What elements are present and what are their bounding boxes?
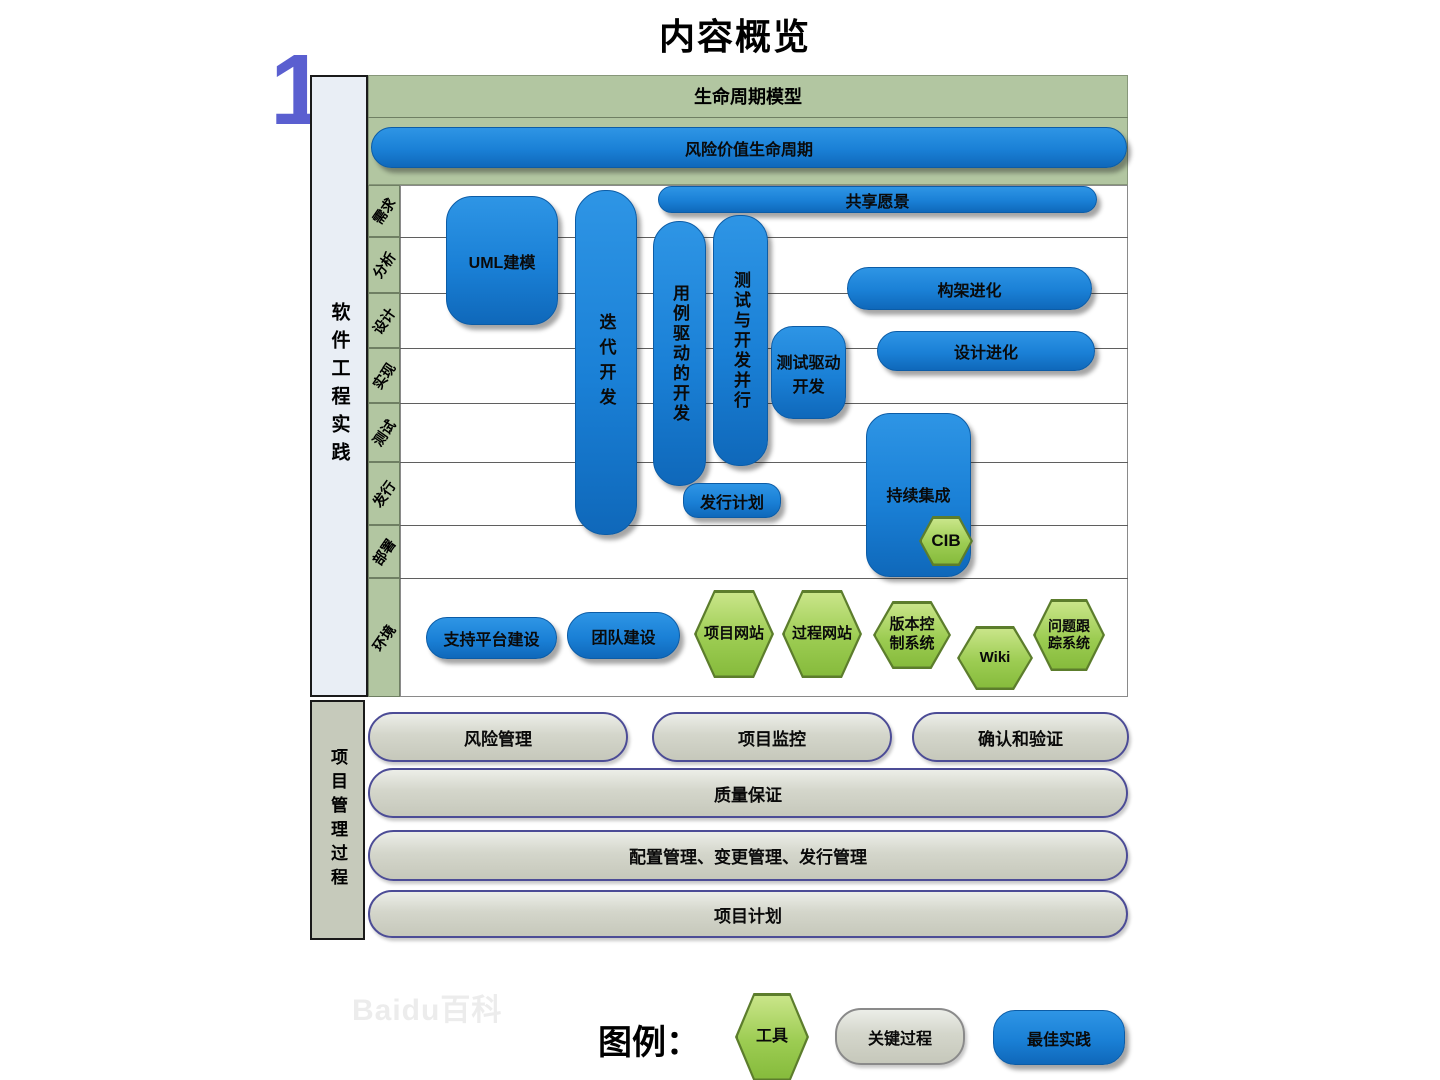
stage-cell-environment: 环境 — [368, 578, 400, 697]
continuous-integration-box: 持续集成 — [866, 413, 971, 577]
legend-label: 图例： — [598, 1024, 700, 1062]
row-divider — [400, 462, 1128, 463]
project-plan-pill: 项目计划 — [368, 890, 1128, 938]
sidebar-engineering-label: 软件工程实践 — [328, 302, 350, 470]
uml-modeling-box: UML建模 — [446, 196, 558, 325]
team-building-pill: 团队建设 — [567, 612, 680, 659]
support-platform-pill: 支持平台建设 — [426, 617, 557, 659]
stage-cell-analysis: 分析 — [368, 237, 400, 293]
stage-cell-requirements: 需求 — [368, 185, 400, 237]
architecture-evolution-pill: 构架进化 — [847, 267, 1092, 310]
page-title: 内容概览 — [658, 16, 811, 57]
iterative-development-bar: 迭代开发 — [575, 190, 637, 535]
shared-vision-pill: 共享愿景 — [658, 186, 1097, 213]
test-dev-parallel-bar: 测试与开发并行 — [713, 215, 768, 466]
row-divider — [400, 578, 1128, 579]
design-evolution-pill: 设计进化 — [877, 331, 1095, 371]
wiki-hexagon: Wiki — [957, 626, 1033, 690]
legend-best-practice-pill: 最佳实践 — [993, 1010, 1125, 1065]
legend-tool-hexagon: 工具 — [735, 993, 809, 1080]
test-driven-dev-box: 测试驱动 开发 — [771, 326, 846, 419]
project-monitoring-pill: 项目监控 — [652, 712, 892, 762]
use-case-driven-dev-bar: 用例驱动的开发 — [653, 221, 706, 486]
risk-value-lifecycle-pill: 风险价值生命周期 — [371, 127, 1127, 168]
sidebar-management-label: 项目管理过程 — [328, 748, 347, 892]
software-engineering-table: 软件工程实践 生命周期模型 风险价值生命周期 需求 分析 设计 实现 测试 发行… — [310, 75, 1128, 697]
sidebar-software-engineering: 软件工程实践 — [310, 75, 368, 697]
issue-tracking-hexagon: 问题跟 踪系统 — [1033, 599, 1105, 671]
risk-management-pill: 风险管理 — [368, 712, 628, 762]
baidu-watermark: Baidu百科 — [352, 994, 503, 1027]
lifecycle-header: 生命周期模型 — [368, 75, 1128, 118]
verification-validation-pill: 确认和验证 — [912, 712, 1129, 762]
stage-cell-release: 发行 — [368, 462, 400, 525]
row-divider — [400, 525, 1128, 526]
stage-cell-implementation: 实现 — [368, 348, 400, 403]
stage-cell-design: 设计 — [368, 293, 400, 348]
quality-assurance-pill: 质量保证 — [368, 768, 1128, 818]
config-change-release-pill: 配置管理、变更管理、发行管理 — [368, 830, 1128, 881]
legend-key-process-pill: 关键过程 — [835, 1008, 965, 1065]
stage-cell-deployment: 部署 — [368, 525, 400, 578]
stage-cell-testing: 测试 — [368, 403, 400, 462]
sidebar-project-management: 项目管理过程 — [310, 700, 365, 940]
release-plan-pill: 发行计划 — [683, 483, 781, 518]
